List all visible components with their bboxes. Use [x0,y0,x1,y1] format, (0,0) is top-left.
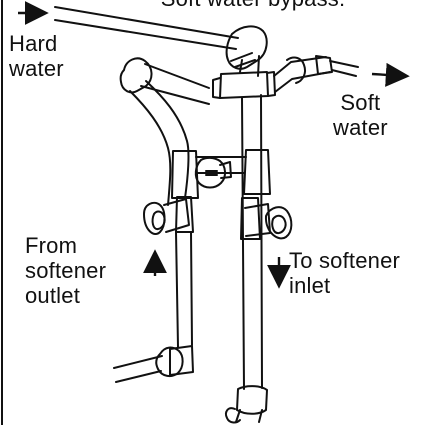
lower-right-bottom-elbow [236,385,268,415]
top-tee-left-collar [212,77,221,99]
left-long-arc-pipe [129,80,190,206]
top-tee-right-collar [266,71,276,97]
middle-valve-body [194,156,226,189]
top-elbow-collar [230,52,256,68]
lower-left-elbow [169,345,194,376]
right-valve-bonnet [244,203,271,237]
hard-water-inlet-pipe [54,6,239,50]
lower-left-outlet [113,355,163,383]
middle-right-tee [243,149,271,195]
top-partial-label: Soft water bypass: [118,0,388,11]
from-softener-outlet-label: From softener outlet [25,233,107,308]
middle-valve-knob [205,170,218,176]
lower-right-bottom-detail [225,407,241,424]
right-valve-body [240,197,261,240]
soft-water-line-1 [329,60,359,68]
left-elbow [119,57,153,94]
left-valve-bonnet [163,198,190,233]
left-elbow-tail [140,63,210,105]
top-elbow [225,25,268,70]
middle-valve-stem [219,161,232,179]
right-valve-wheel [264,206,293,240]
left-lower-pipe [175,231,193,348]
right-long-pipe [241,94,263,390]
right-valve-hub [271,214,287,235]
soft-water-label: Soft water [333,90,388,140]
soft-water-fitting-1 [286,56,306,84]
left-valve-body [175,196,194,233]
lower-left-elbow-curve [155,346,184,378]
left-valve-wheel [143,201,166,235]
soft-water-fitting-2 [315,55,333,75]
middle-left-tee [171,150,199,199]
lower-right-bottom-tail [235,409,263,423]
hard-water-label: Hard water [9,31,64,81]
soft-water-line-2 [331,69,357,77]
middle-cross-pipe [195,156,247,174]
soft-water-arrow-icon [371,62,410,87]
to-softener-inlet-label: To softener inlet [289,248,401,298]
left-valve-hub [151,210,166,231]
